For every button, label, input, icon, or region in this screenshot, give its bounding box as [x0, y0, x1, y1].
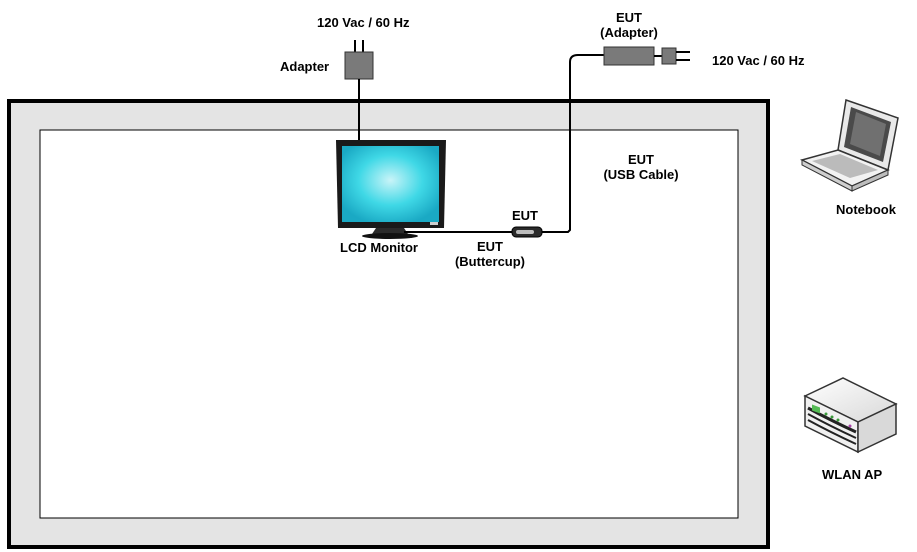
power-plug-icon: [354, 40, 364, 52]
eut-buttercup-label-line2: (Buttercup): [454, 254, 526, 269]
wlan-ap-label: WLAN AP: [822, 467, 883, 482]
adapter-label: Adapter: [280, 59, 330, 74]
eut-device-label: EUT: [512, 208, 538, 223]
eut-buttercup-label: EUT (Buttercup): [440, 239, 540, 269]
power-label-top: 120 Vac / 60 Hz: [317, 15, 410, 30]
power-plug-icon: [661, 47, 690, 65]
eut-buttercup-label-line1: EUT: [477, 239, 503, 254]
eut-usb-label: EUT (USB Cable): [586, 152, 696, 182]
notebook-label: Notebook: [836, 202, 896, 217]
usb-cable: [542, 54, 604, 233]
adapter-icon: [344, 51, 374, 80]
eut-usb-label-line1: EUT: [628, 152, 654, 167]
eut-usb-label-line2: (USB Cable): [603, 167, 679, 182]
lcd-monitor-label: LCD Monitor: [340, 240, 418, 255]
eut-adapter-icon: [603, 46, 655, 66]
usb-device-icon: [511, 226, 543, 238]
eut-adapter-label-line2: (Adapter): [600, 25, 658, 40]
eut-adapter-label: EUT (Adapter): [586, 10, 672, 40]
router-icon: [803, 377, 898, 454]
lcd-monitor-icon: [336, 140, 446, 239]
laptop-icon: [799, 98, 899, 192]
power-label-right: 120 Vac / 60 Hz: [712, 53, 805, 68]
eut-adapter-label-line1: EUT: [616, 10, 642, 25]
